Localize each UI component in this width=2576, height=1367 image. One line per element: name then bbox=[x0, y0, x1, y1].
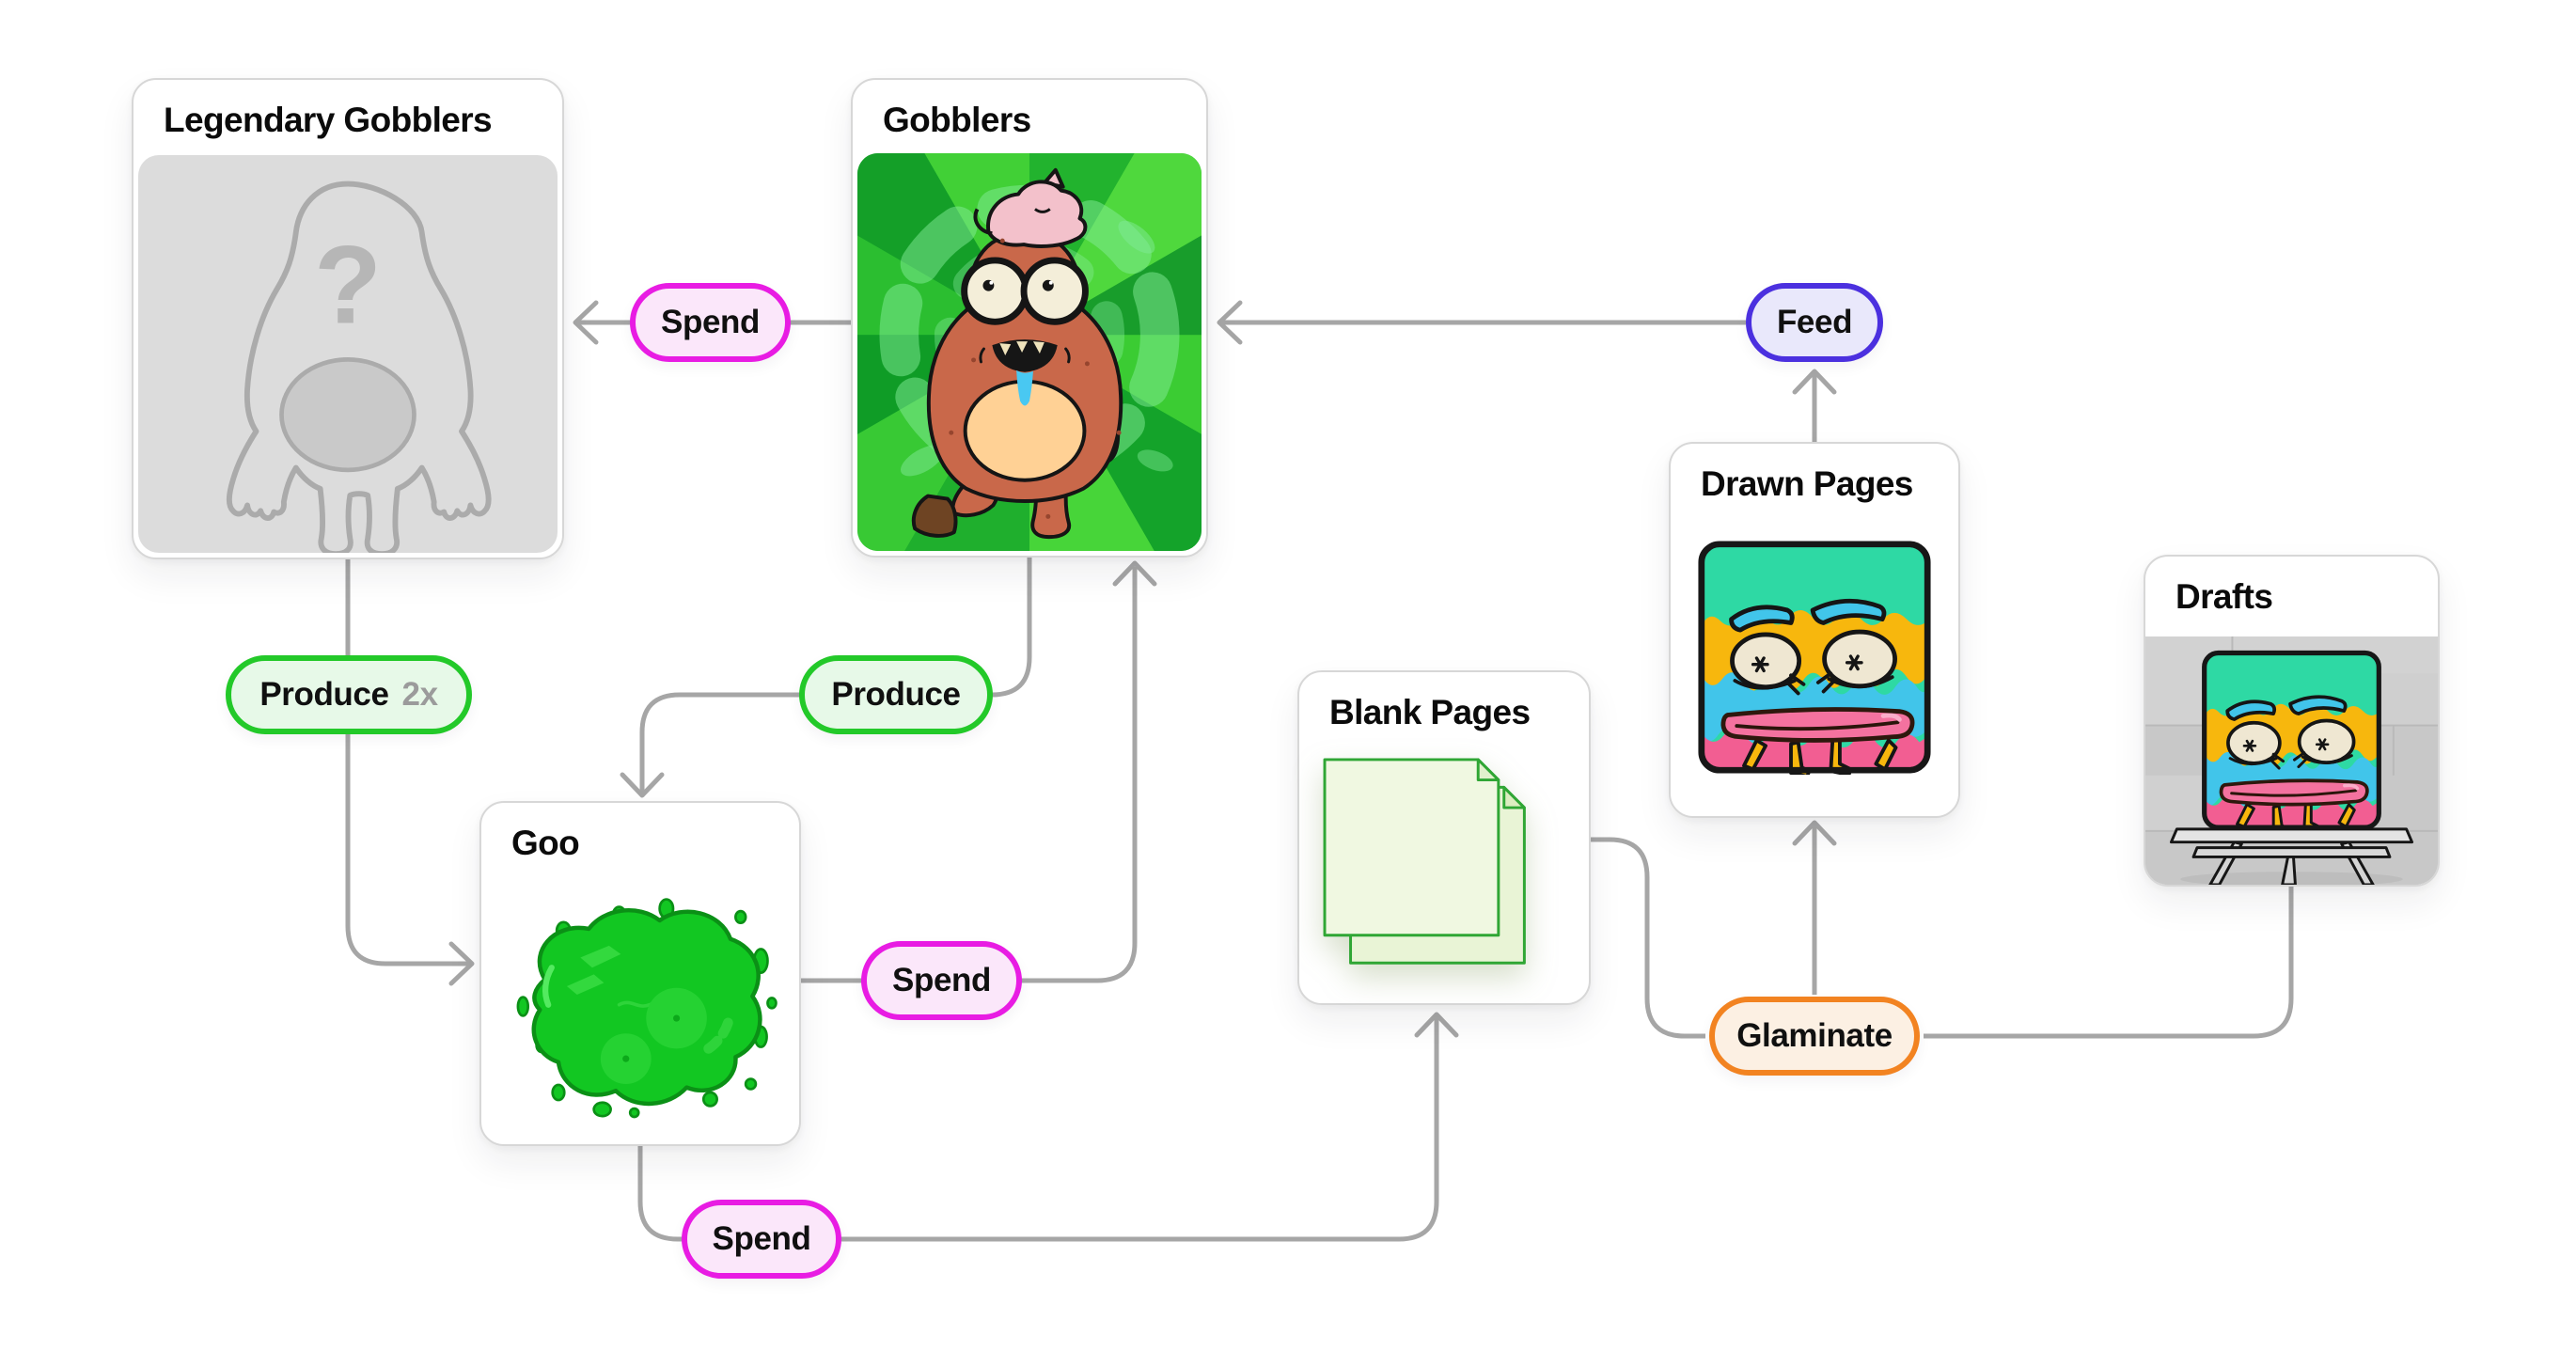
arrowhead-left-into-gobblers bbox=[1217, 300, 1243, 345]
pill-label: Spend bbox=[661, 304, 760, 340]
pill-label: Feed bbox=[1776, 304, 1853, 340]
action-pill-feed: Feed bbox=[1746, 283, 1883, 362]
arrowhead-up-into-gobblers bbox=[1112, 560, 1157, 587]
gobbler-monster-art bbox=[857, 153, 1202, 551]
edge-drafts-to-glaminate bbox=[1924, 887, 2294, 1039]
easel-icon bbox=[2169, 827, 2414, 885]
question-mark-glyph: ? bbox=[314, 224, 382, 347]
draft-easel-art bbox=[2145, 636, 2438, 885]
legendary-gobbler-placeholder-art: ? bbox=[138, 155, 558, 553]
action-pill-produce-2x: Produce 2x bbox=[226, 655, 472, 734]
arrowhead-left-into-legendary bbox=[573, 300, 599, 345]
goo-blob-art bbox=[493, 878, 788, 1135]
edge-blankpages-to-glaminate bbox=[1591, 837, 1705, 1039]
node-card-drawn-pages: Drawn Pages bbox=[1669, 442, 1960, 818]
page-front-icon bbox=[1323, 758, 1500, 937]
node-card-blank-pages: Blank Pages bbox=[1297, 670, 1591, 1005]
pill-multiplier: 2x bbox=[401, 676, 439, 713]
edge-goo-to-blankpages bbox=[637, 1017, 1439, 1242]
blank-pages-art bbox=[1320, 755, 1551, 975]
gobbler-monster-icon bbox=[911, 167, 1123, 540]
node-card-gobblers: Gobblers bbox=[851, 78, 1208, 558]
edge-legendary-to-goo bbox=[345, 559, 470, 966]
draft-canvas-face bbox=[2205, 653, 2380, 833]
arrowhead-up-into-blankpages bbox=[1414, 1012, 1459, 1038]
goo-blob-icon bbox=[516, 898, 778, 1119]
node-card-drafts: Drafts bbox=[2144, 555, 2440, 887]
silhouette-belly bbox=[279, 357, 416, 473]
action-pill-spend-to-gobblers: Spend bbox=[861, 941, 1022, 1020]
drawn-page-art bbox=[1697, 528, 1932, 786]
node-card-goo: Goo bbox=[479, 801, 801, 1146]
node-title: Drawn Pages bbox=[1701, 464, 1913, 503]
pill-label: Glaminate bbox=[1736, 1017, 1893, 1054]
node-title: Goo bbox=[511, 824, 580, 862]
node-title: Gobblers bbox=[883, 101, 1031, 139]
node-title: Legendary Gobblers bbox=[164, 101, 493, 139]
arrowhead-up-into-drawnpages bbox=[1792, 820, 1837, 846]
pill-label: Spend bbox=[892, 962, 991, 998]
node-title: Blank Pages bbox=[1329, 693, 1531, 731]
arrowhead-down-into-goo bbox=[620, 772, 665, 798]
action-pill-spend-to-legendary: Spend bbox=[630, 283, 791, 362]
action-pill-spend-to-pages: Spend bbox=[682, 1200, 841, 1279]
cat-on-head-icon bbox=[973, 167, 1088, 248]
arrowhead-up-into-feed bbox=[1792, 369, 1837, 395]
action-pill-glaminate: Glaminate bbox=[1709, 997, 1920, 1076]
pill-label: Produce bbox=[259, 676, 389, 713]
pill-label: Produce bbox=[831, 676, 961, 713]
arrowhead-right-into-goo bbox=[448, 941, 475, 986]
edge-goo-to-gobblers bbox=[801, 567, 1138, 983]
action-pill-produce: Produce bbox=[799, 655, 993, 734]
node-title: Drafts bbox=[2175, 577, 2273, 616]
pill-label: Spend bbox=[712, 1220, 811, 1257]
node-card-legendary-gobblers: Legendary Gobblers ? bbox=[132, 78, 564, 559]
